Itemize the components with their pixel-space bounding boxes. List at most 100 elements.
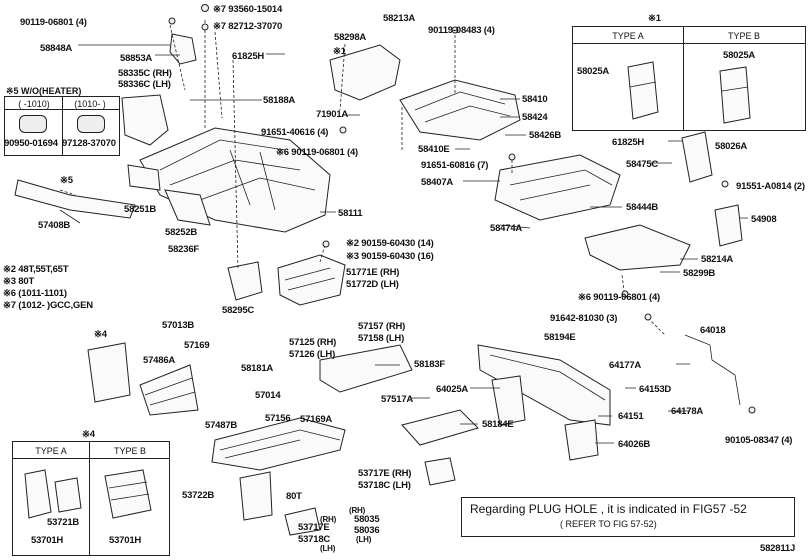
heater-box-title: ※5 W/O(HEATER) (6, 86, 82, 96)
part-label: 91642-81030 (3) (550, 313, 618, 324)
part-label: 51771E (RH) (346, 267, 400, 278)
note-line-1: Regarding PLUG HOLE , it is indicated in… (470, 502, 747, 516)
part-label: 58299B (683, 268, 716, 279)
type-box-4-b-title: TYPE B (113, 446, 146, 456)
part-label: 58444B (626, 202, 659, 213)
part-label: 53718C (298, 534, 331, 545)
legend: ※2 48T,55T,65T ※3 80T ※6 (1011-1101) ※7 … (3, 265, 93, 311)
plug-hole-note: Regarding PLUG HOLE , it is indicated in… (461, 497, 795, 537)
part-label: 51772D (LH) (346, 279, 399, 290)
type-box-1-part-b: 58025A (723, 50, 756, 61)
part-label: ※2 90159-60430 (14) (346, 238, 434, 249)
part-label: 91651-40616 (4) (261, 127, 329, 138)
part-label: 57013B (162, 320, 195, 331)
part-label: 58213A (383, 13, 416, 24)
part-label: 57487B (205, 420, 238, 431)
bracket-58295c (227, 261, 263, 301)
panel-64025a (491, 375, 526, 426)
part-label: 58236F (168, 244, 200, 255)
type-box-4-part-b: 53701H (109, 535, 142, 546)
part-label: 58426B (529, 130, 562, 141)
part-label: 53717E (298, 522, 330, 533)
part-label: 91651-60816 (7) (421, 160, 489, 171)
note-line-2: ( REFER TO FIG 57-52) (560, 519, 657, 529)
part-label: 57126 (LH) (289, 349, 336, 360)
type-box-1-part-a: 58025A (577, 66, 610, 77)
cover-51771e (277, 254, 346, 306)
type-box-4-a-title: TYPE A (35, 446, 67, 456)
part-label: 57125 (RH) (289, 337, 337, 348)
legend-line-4: ※7 (1012- )GCC,GEN (3, 300, 93, 311)
part-label: 58298A (334, 32, 367, 43)
part-label: 64025A (436, 384, 469, 395)
part-label: 64151 (618, 411, 644, 422)
floor-pan-58111 (139, 127, 331, 233)
part-label: 90119-08483 (4) (428, 25, 495, 36)
fasteners (168, 4, 756, 414)
bracket-58252b (164, 189, 211, 226)
part-label: 58194E (544, 332, 576, 343)
part-label: ※4 (94, 329, 107, 340)
member-58184e (401, 409, 479, 446)
heater-part-b: 97128-37070 (62, 138, 116, 149)
part-label: 64178A (671, 406, 704, 417)
part-label: 58336C (LH) (118, 79, 171, 90)
part-label: ※6 90119-06801 (4) (276, 147, 359, 158)
bracket-54908 (714, 204, 743, 247)
part-label: 58183F (414, 359, 446, 370)
part-label: 54908 (751, 214, 777, 225)
bracket-58026a (681, 131, 713, 183)
part-label: 58188A (263, 95, 296, 106)
part-label: 58407A (421, 177, 454, 188)
part-label: 57014 (255, 390, 281, 401)
heater-variant-box: ※5 W/O(HEATER) ( -1010) (1010- ) (4, 86, 120, 156)
part-label: 57158 (LH) (358, 333, 405, 344)
rear-floor-58410 (399, 79, 521, 141)
part-label: 53722B (182, 490, 215, 501)
part-label: 57169 (184, 340, 210, 351)
legend-line-2: ※3 80T (3, 276, 35, 287)
part-label: 58035 (354, 514, 380, 525)
bracket-58025a-type-a (627, 61, 659, 120)
crossmember-57408b (14, 179, 136, 219)
part-label: 64018 (700, 325, 726, 336)
part-label: ※7 93560-15014 (213, 4, 283, 15)
legend-line-3: ※6 (1011-1101) (3, 288, 67, 299)
panel-64026b (564, 419, 599, 461)
part-label: 58853A (120, 53, 153, 64)
plug-icon-a (19, 115, 47, 133)
bracket-53717e (284, 507, 321, 536)
part-label: 61825H (612, 137, 645, 148)
bracket-53722b (239, 471, 273, 521)
rear-floor-58407a (494, 154, 621, 221)
member-58183f (319, 344, 413, 393)
part-label: ※6 90119-06801 (4) (578, 292, 661, 303)
part-label: 58424 (522, 112, 548, 123)
part-label: 58848A (40, 43, 73, 54)
part-label: 80T (286, 491, 302, 502)
type-box-1-a-title: TYPE A (612, 31, 644, 41)
part-label: 57157 (RH) (358, 321, 406, 332)
part-label: 58252B (165, 227, 198, 238)
heater-part-a: 90950-01694 (4, 138, 58, 149)
part-label: 58181A (241, 363, 274, 374)
part-label: ※3 90159-60430 (16) (346, 251, 434, 262)
part-label: 58036 (354, 525, 380, 536)
type-box-1: TYPE A TYPE B 58025A 58025A (572, 26, 806, 131)
part-label: 58295C (222, 305, 255, 316)
type-box-4-part-a1: 53721B (47, 517, 80, 528)
bracket-53701h-type-b (104, 469, 152, 519)
part-label: 58214A (701, 254, 734, 265)
type-box-4-part-a2: 53701H (31, 535, 64, 546)
part-label: 64026B (618, 439, 651, 450)
bracket-58251b (127, 164, 161, 191)
side-label: (LH) (356, 535, 372, 544)
part-label: 58335C (RH) (118, 68, 172, 79)
crossmember-64151 (477, 344, 611, 426)
part-label: 58251B (124, 204, 157, 215)
type-box-4-mark: ※4 (82, 429, 95, 440)
part-58848a (169, 33, 197, 65)
part-label: 71901A (316, 109, 349, 120)
side-label: (RH) (320, 515, 337, 524)
